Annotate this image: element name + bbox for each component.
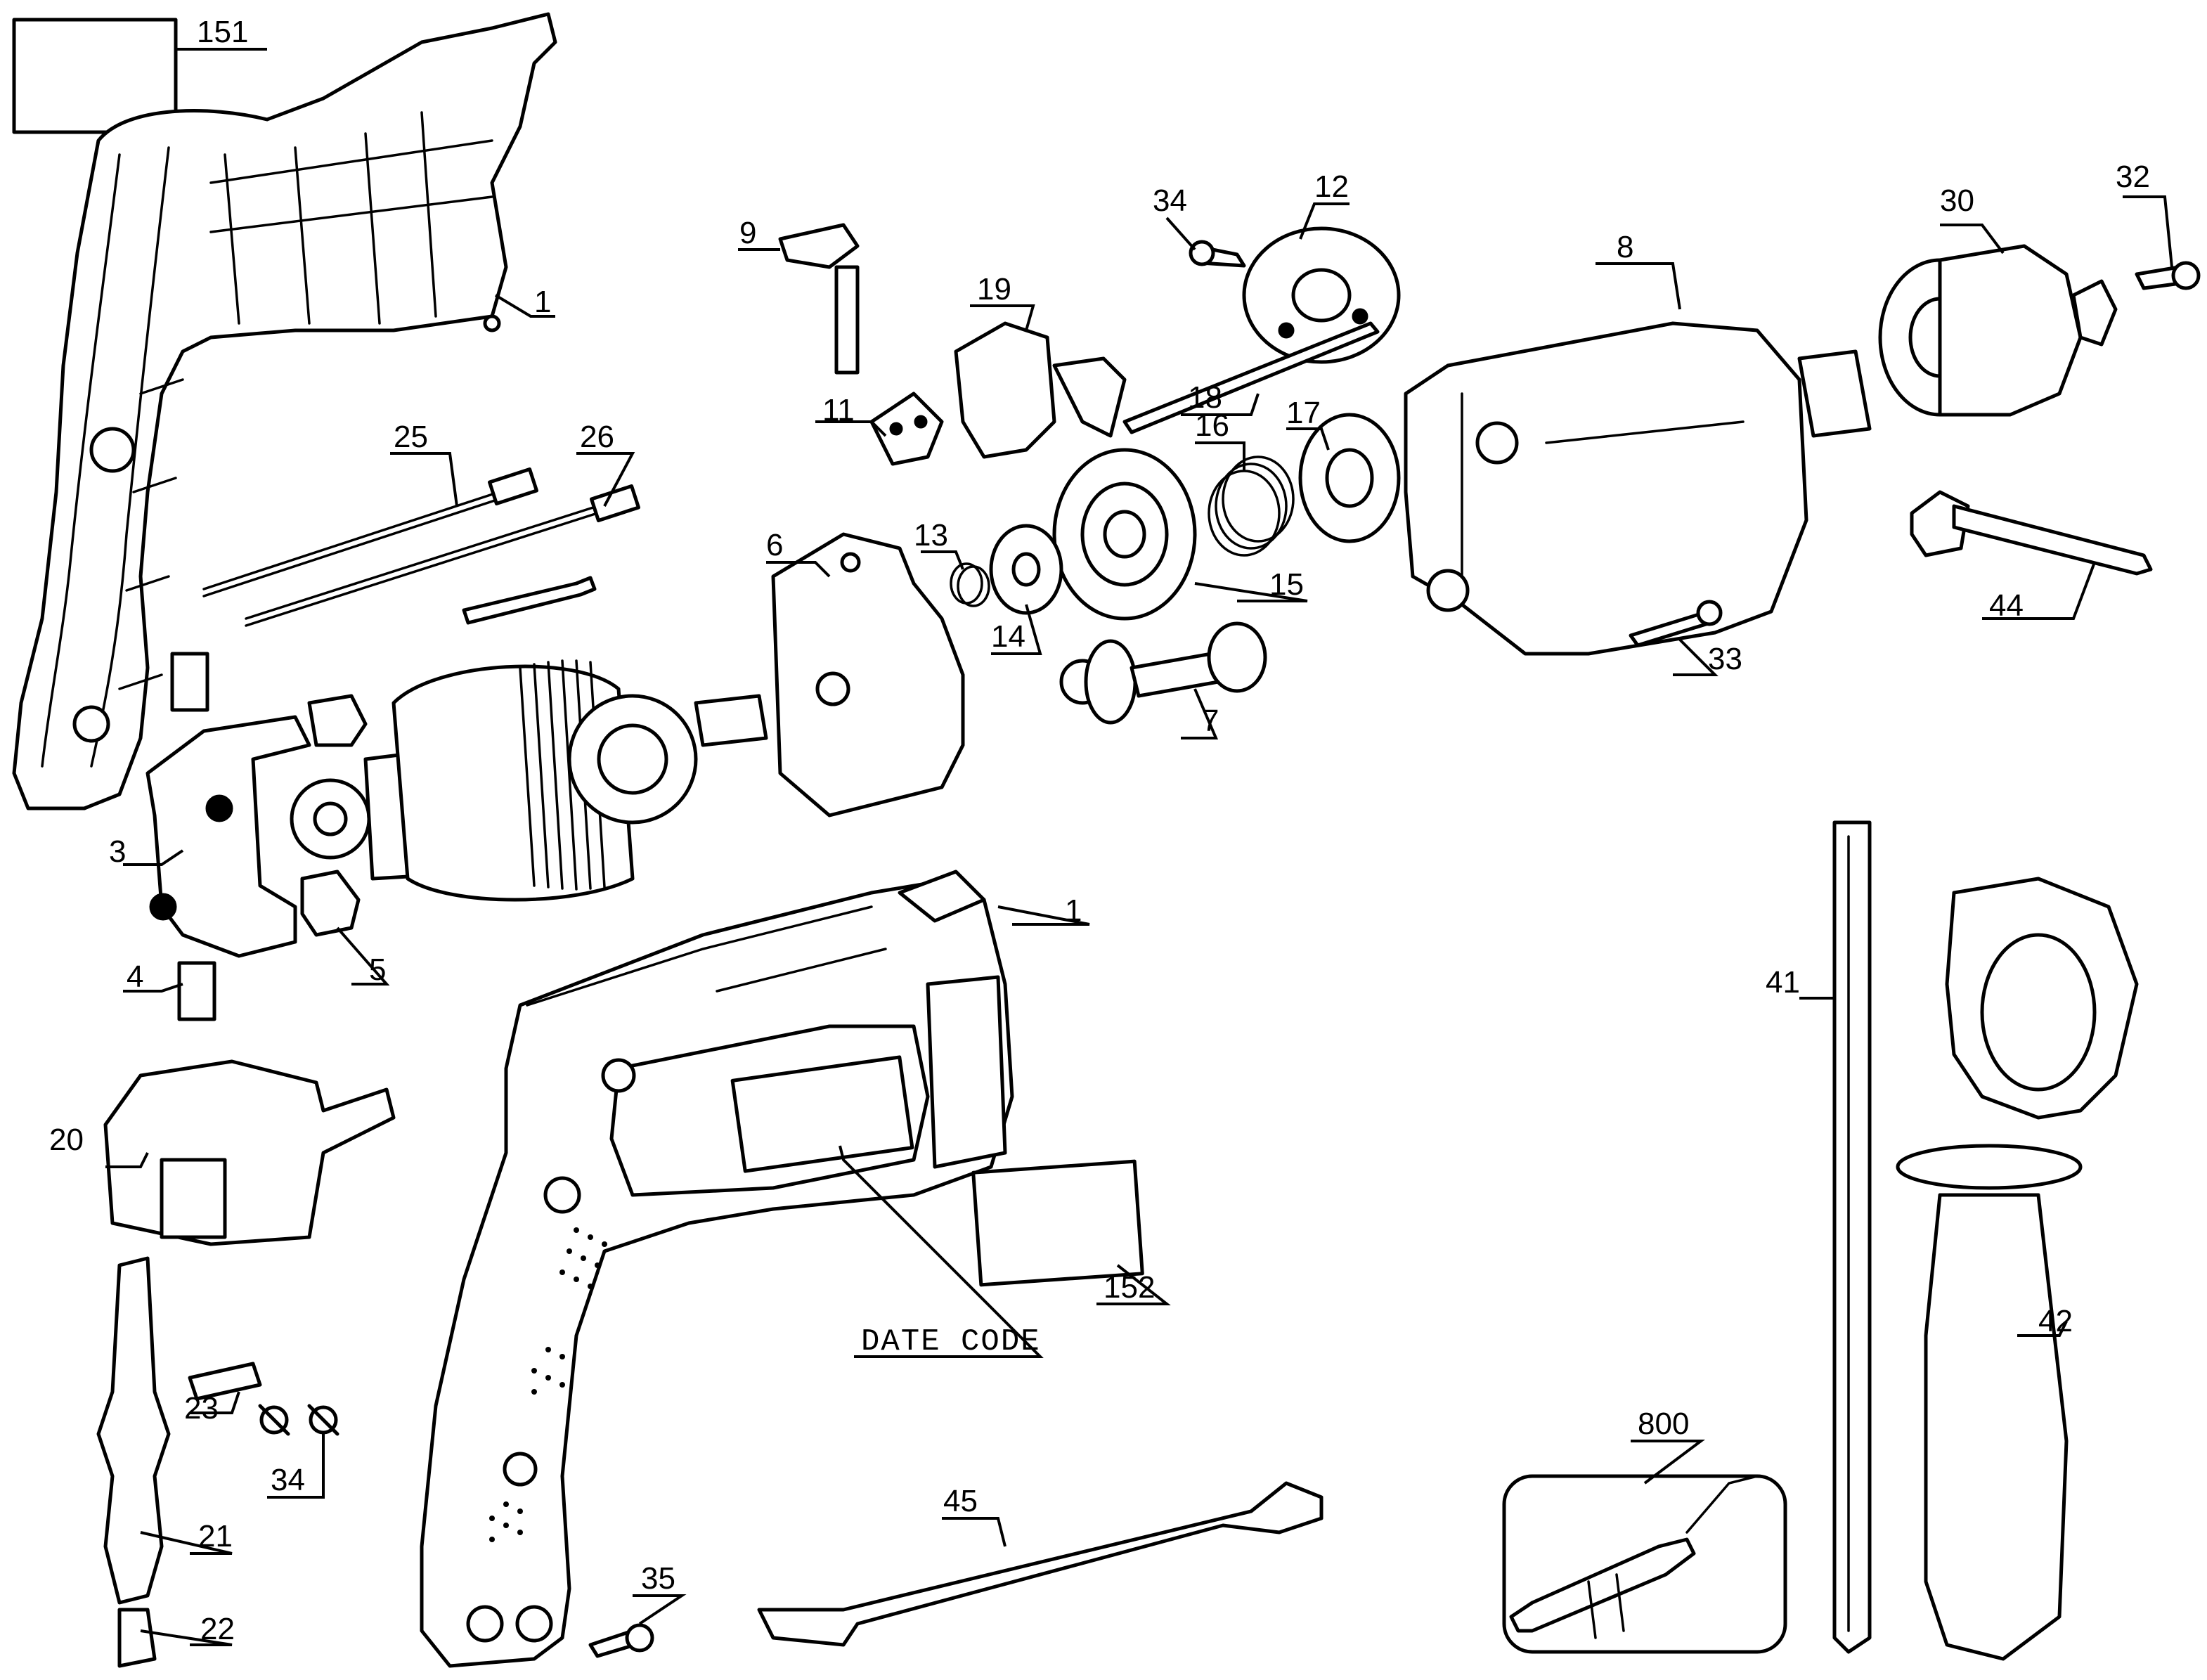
callout-33: 33 — [1708, 642, 1742, 676]
callout-date-code: DATE CODE — [861, 1324, 1041, 1359]
label-plate-151 — [12, 18, 178, 134]
callout-13: 13 — [914, 518, 948, 553]
housing-half — [12, 12, 557, 810]
callout-34-bottom: 34 — [271, 1463, 305, 1497]
callout-1-main: 1 — [1065, 893, 1082, 928]
callout-45: 45 — [943, 1484, 978, 1518]
callout-14: 14 — [991, 619, 1025, 654]
brush-5 — [300, 694, 368, 937]
drill-body-assembly — [420, 870, 1014, 1668]
gear-case-cover-6 — [771, 532, 965, 818]
callout-labels: 151 1 9 34 12 8 30 32 19 18 11 16 17 25 … — [49, 15, 2150, 1646]
callout-15: 15 — [1269, 567, 1304, 602]
side-handle-42 — [1896, 877, 2139, 1661]
callout-11: 11 — [822, 393, 855, 427]
spring-wire-26 — [245, 484, 640, 627]
callout-21: 21 — [198, 1519, 233, 1553]
callout-42: 42 — [2038, 1304, 2073, 1338]
callout-35: 35 — [641, 1561, 675, 1596]
callout-16: 16 — [1195, 408, 1229, 443]
callout-5: 5 — [369, 952, 386, 987]
callout-44: 44 — [1989, 588, 2024, 623]
gear-housing-8 — [1404, 321, 1872, 656]
gear-15 — [1052, 448, 1197, 621]
callout-25: 25 — [394, 420, 428, 454]
spindle-7 — [1059, 621, 1267, 725]
chuck-30 — [1878, 244, 2118, 417]
callout-32: 32 — [2116, 160, 2150, 194]
callout-152: 152 — [1104, 1270, 1155, 1305]
callout-34-top: 34 — [1153, 183, 1187, 218]
spring-wire-25 — [202, 467, 538, 597]
cam-14 — [989, 524, 1063, 615]
screw-34-top — [1189, 240, 1246, 268]
callout-20: 20 — [49, 1123, 84, 1157]
callout-26: 26 — [580, 420, 614, 454]
shaft-18 — [1122, 321, 1380, 434]
callout-23: 23 — [184, 1391, 219, 1426]
callout-41: 41 — [1766, 965, 1800, 1000]
screws-34-bottom — [258, 1404, 339, 1436]
callout-9: 9 — [739, 216, 756, 250]
callout-6: 6 — [766, 528, 783, 562]
callout-8: 8 — [1617, 230, 1633, 264]
screw-33 — [1629, 600, 1723, 647]
switch-20 — [103, 1059, 396, 1246]
armature-field — [290, 659, 768, 902]
leader-lines — [105, 48, 2173, 1646]
screw-35 — [588, 1623, 654, 1658]
belt-clip-45 — [757, 1481, 1323, 1647]
shift-lever-9 — [778, 223, 860, 375]
cord-clamp-23 — [188, 1362, 262, 1401]
pin — [462, 576, 597, 625]
callout-800: 800 — [1638, 1407, 1689, 1441]
callout-4: 4 — [127, 959, 143, 994]
spring-16 — [1208, 455, 1295, 557]
cord-protector-21 — [96, 1256, 171, 1668]
callout-22: 22 — [200, 1612, 235, 1646]
callout-1-top: 1 — [534, 285, 551, 319]
chuck-key-44 — [1910, 490, 2153, 576]
hook-800-inset — [1502, 1474, 1787, 1654]
gear-17 — [1298, 413, 1401, 543]
grip-texture — [489, 1227, 607, 1542]
callout-12: 12 — [1314, 169, 1349, 204]
label-plate-152 — [971, 1159, 1144, 1287]
callout-151: 151 — [197, 15, 248, 49]
spring-13 — [950, 562, 990, 607]
callout-30: 30 — [1940, 183, 1974, 218]
brush-holder-assembly-3 — [145, 652, 311, 1021]
screw-32 — [2135, 261, 2201, 290]
depth-rod-41 — [1832, 820, 1872, 1654]
callout-17: 17 — [1286, 396, 1321, 430]
plate-11 — [869, 392, 944, 466]
callout-7: 7 — [1202, 704, 1219, 738]
callout-18: 18 — [1188, 380, 1222, 415]
bracket-19 — [954, 321, 1127, 459]
callout-3: 3 — [109, 834, 126, 869]
callout-19: 19 — [977, 272, 1011, 306]
